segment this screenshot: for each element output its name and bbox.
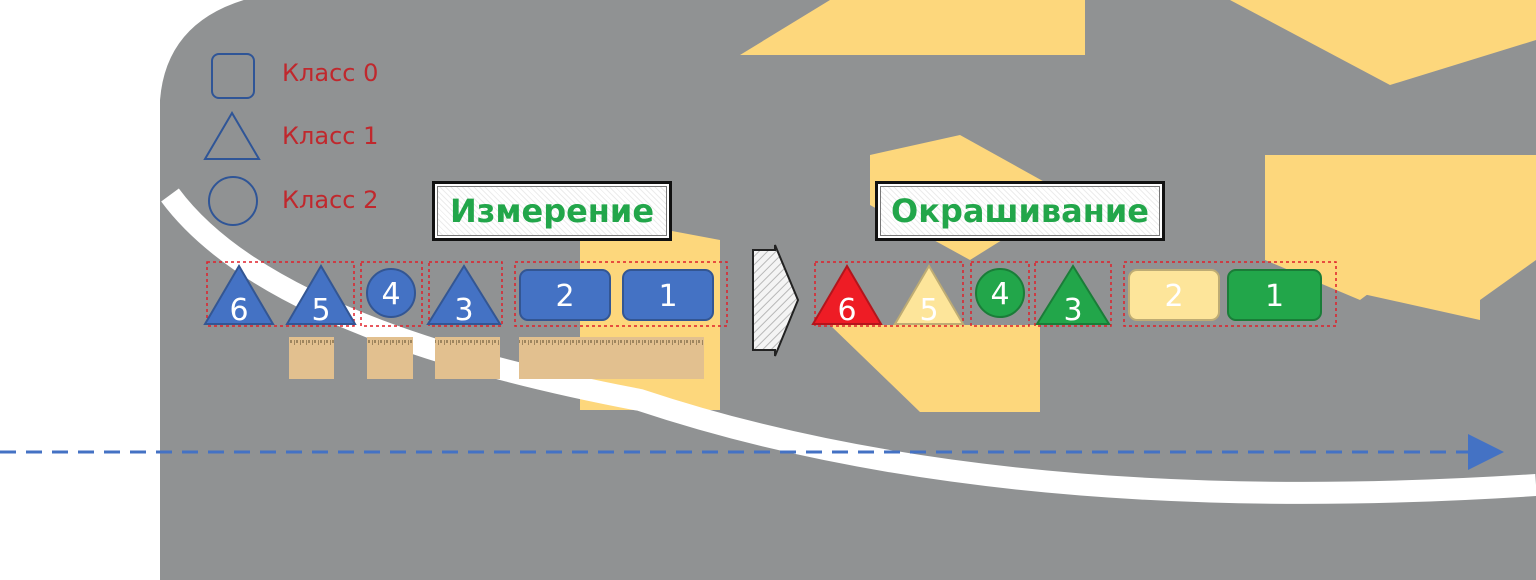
measure-stage-title: Измерение <box>432 181 672 241</box>
ruler-2 <box>367 337 413 379</box>
legend-label-class-0: Класс 0 <box>282 59 378 87</box>
item-number-label: 5 <box>311 293 330 328</box>
measured-item-6: 1 <box>623 270 713 320</box>
legend-label-class-2: Класс 2 <box>282 186 378 214</box>
colored-item-5: 2 <box>1129 270 1219 320</box>
item-number-label: 3 <box>454 293 473 328</box>
item-number-label: 1 <box>1265 279 1284 314</box>
item-number-label: 2 <box>1164 279 1183 314</box>
ruler-4 <box>519 337 704 379</box>
item-number-label: 2 <box>555 279 574 314</box>
item-number-label: 5 <box>919 293 938 328</box>
ruler-1 <box>289 337 334 379</box>
measured-item-3: 4 <box>367 269 415 317</box>
measured-item-5: 2 <box>520 270 610 320</box>
item-number-label: 3 <box>1063 293 1082 328</box>
colored-item-3: 4 <box>976 269 1024 317</box>
ruler-3 <box>435 337 500 379</box>
item-number-label: 4 <box>381 277 400 312</box>
item-number-label: 4 <box>990 277 1009 312</box>
item-number-label: 1 <box>658 279 677 314</box>
legend-label-class-1: Класс 1 <box>282 122 378 150</box>
item-number-label: 6 <box>229 293 248 328</box>
colored-item-6: 1 <box>1228 270 1321 320</box>
item-number-label: 6 <box>837 293 856 328</box>
color-stage-title: Окрашивание <box>875 181 1165 241</box>
